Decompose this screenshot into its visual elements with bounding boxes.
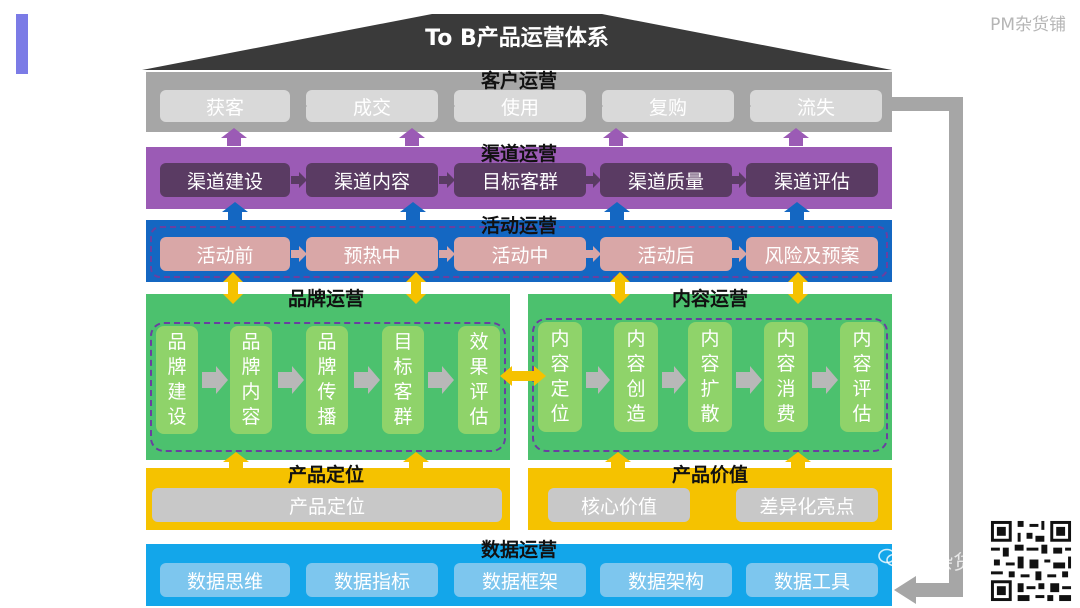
customer-item-deal: 成交: [306, 90, 438, 122]
feedback-loop-arrow: [892, 97, 963, 597]
qr-code-icon: [988, 518, 1074, 604]
customer-item-use: 使用: [454, 90, 586, 122]
brand-item-spread: 品牌传播: [306, 326, 348, 434]
channel-item-build: 渠道建设: [160, 163, 290, 197]
customer-ops-title: 客户运营: [480, 70, 557, 92]
product-to-brand-arrows: [223, 452, 811, 470]
brand-item-build: 品牌建设: [156, 326, 198, 434]
activity-item-during: 活动中: [454, 237, 586, 271]
diagram-title: To B产品运营体系: [425, 26, 609, 51]
brand-item-evaluate: 效果评估: [458, 326, 500, 434]
data-item-thinking: 数据思维: [160, 563, 290, 597]
watermark-text: PM杂货铺: [990, 15, 1066, 35]
content-flow-arrows: [586, 366, 838, 394]
product-value-title: 产品价值: [671, 464, 748, 486]
brand-content-double-arrow: [500, 366, 546, 386]
data-item-architecture: 数据架构: [600, 563, 732, 597]
content-ops-title: 内容运营: [671, 288, 748, 310]
activity-ops-title: 活动运营: [480, 215, 557, 237]
roof-shape: [142, 14, 892, 70]
activity-dashed-frame: [150, 226, 888, 278]
content-item-create: 内容创造: [614, 322, 658, 432]
customer-flow-arrows: [291, 98, 751, 114]
product-position-item: 产品定位: [152, 488, 502, 522]
data-ops-title: 数据运营: [480, 539, 557, 561]
content-dashed-frame: [532, 318, 888, 452]
data-item-tools: 数据工具: [746, 563, 878, 597]
brand-item-content: 品牌内容: [230, 326, 272, 434]
brand-ops-title: 品牌运营: [287, 288, 364, 310]
content-item-evaluate: 内容评估: [840, 322, 884, 432]
activity-brand-double-arrows: [223, 272, 808, 304]
brand-item-target: 目标客群: [382, 326, 424, 434]
brand-dashed-frame: [150, 322, 506, 452]
content-item-spread: 内容扩散: [688, 322, 732, 432]
activity-item-before: 活动前: [160, 237, 290, 271]
channel-to-customer-arrows: [221, 128, 809, 146]
activity-flow-arrows: [291, 246, 747, 262]
channel-item-target: 目标客群: [454, 163, 586, 197]
wechat-icon: [878, 548, 902, 567]
channel-item-evaluate: 渠道评估: [746, 163, 878, 197]
activity-item-risk: 风险及预案: [746, 237, 878, 271]
watermark-bottom-text: PM杂货铺: [904, 550, 994, 574]
channel-item-content: 渠道内容: [306, 163, 438, 197]
channel-ops-title: 渠道运营: [480, 143, 557, 165]
customer-item-churn: 流失: [750, 90, 882, 122]
content-item-consume: 内容消费: [764, 322, 808, 432]
brand-flow-arrows: [202, 366, 454, 394]
customer-item-repurchase: 复购: [602, 90, 734, 122]
data-item-metrics: 数据指标: [306, 563, 438, 597]
data-item-framework: 数据框架: [454, 563, 586, 597]
activity-to-channel-arrows: [222, 202, 810, 220]
product-value-differentiation: 差异化亮点: [736, 488, 878, 522]
accent-bar: [16, 14, 28, 74]
content-item-position: 内容定位: [538, 322, 582, 432]
channel-item-quality: 渠道质量: [600, 163, 732, 197]
customer-item-acquire: 获客: [160, 90, 290, 122]
activity-item-after: 活动后: [600, 237, 732, 271]
channel-flow-arrows: [291, 172, 747, 188]
activity-item-warmup: 预热中: [306, 237, 438, 271]
product-position-title: 产品定位: [287, 464, 364, 486]
product-value-core: 核心价值: [548, 488, 690, 522]
